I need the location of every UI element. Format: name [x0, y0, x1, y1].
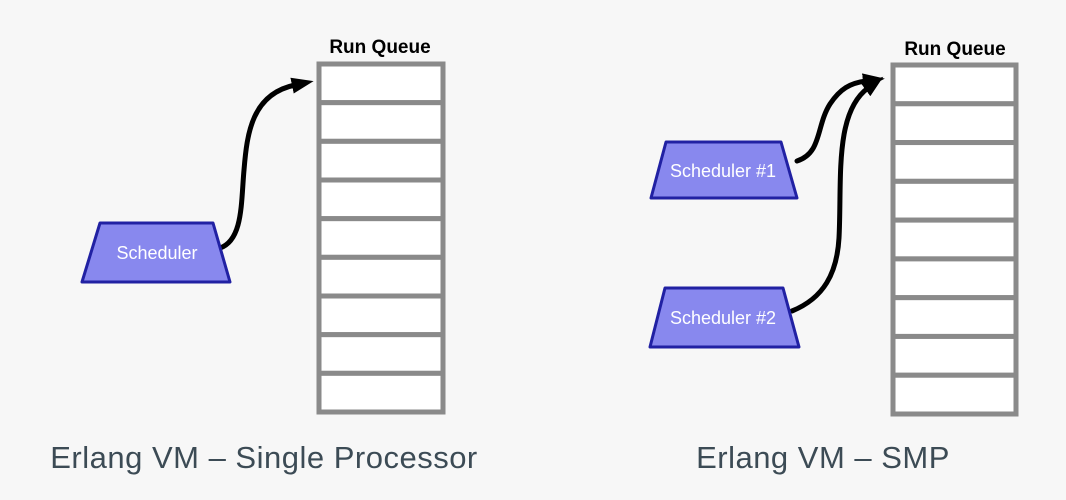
run-queue-cell	[316, 61, 446, 106]
scheduler-shape	[80, 221, 232, 284]
run-queue-cell	[890, 372, 1019, 417]
run-queue-cell	[316, 138, 446, 183]
run-queue-cell	[316, 216, 446, 260]
scheduler-label: Scheduler	[116, 243, 197, 263]
scheduler2-to-queue-arrow	[789, 76, 884, 314]
panel-caption: Erlang VM – SMP	[696, 440, 950, 475]
run-queue-cell	[316, 293, 446, 338]
run-queue	[890, 62, 1019, 417]
run-queue-cell	[316, 370, 446, 415]
scheduler-2-label: Scheduler #2	[670, 308, 776, 328]
run-queue-cell	[890, 140, 1019, 184]
panel-caption: Erlang VM – Single Processor	[50, 440, 478, 475]
scheduler-1-label: Scheduler #1	[670, 161, 776, 181]
panel-single-processor: Run Queue Scheduler Erlang VM – Single P…	[50, 37, 478, 475]
run-queue-cell	[890, 256, 1019, 301]
scheduler-1-shape	[649, 140, 799, 200]
run-queue-cell	[316, 332, 446, 376]
run-queue-cell	[316, 177, 446, 222]
run-queue-cell	[890, 295, 1019, 339]
run-queue-title: Run Queue	[904, 39, 1005, 60]
scheduler-to-queue-arrow	[217, 77, 314, 251]
run-queue-cell	[890, 178, 1019, 223]
scheduler1-to-queue-arrow	[794, 73, 885, 164]
run-queue	[316, 61, 446, 415]
scheduler-2-shape	[648, 286, 801, 349]
run-queue-cell	[890, 62, 1019, 107]
run-queue-cell	[890, 333, 1019, 378]
panel-smp: Run Queue Scheduler #1 Scheduler #2 Erla…	[648, 39, 1019, 475]
run-queue-cell	[316, 100, 446, 144]
run-queue-cell	[890, 217, 1019, 262]
run-queue-cell	[316, 254, 446, 299]
run-queue-cell	[890, 101, 1019, 146]
run-queue-title: Run Queue	[329, 37, 430, 58]
